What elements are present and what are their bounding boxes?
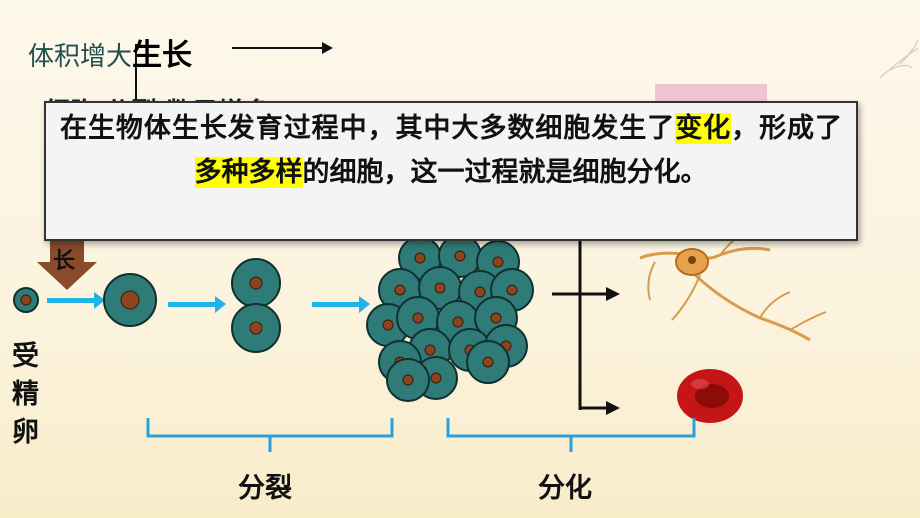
differentiation-bracket bbox=[446, 418, 696, 438]
nucleus bbox=[120, 290, 140, 310]
popup-text-1: 在生物体生长发育过程中，其中大多数细胞发生了 bbox=[60, 113, 676, 144]
plant-sketch-icon bbox=[879, 39, 919, 79]
red-blood-cell-icon bbox=[677, 369, 743, 423]
nucleus bbox=[474, 286, 486, 298]
nucleus bbox=[402, 374, 414, 386]
nucleus bbox=[454, 250, 466, 262]
neuron-icon bbox=[639, 224, 827, 342]
nucleus bbox=[434, 282, 446, 294]
cell-photo-fragment bbox=[655, 84, 767, 104]
nucleus bbox=[482, 356, 494, 368]
nucleus bbox=[249, 321, 263, 335]
down-arrow bbox=[37, 240, 97, 290]
nucleus bbox=[452, 316, 464, 328]
nucleus bbox=[382, 319, 394, 331]
diff-arrowhead-lower bbox=[606, 401, 620, 415]
nucleus bbox=[394, 284, 406, 296]
popup-text-3: 的细胞，这一过程就是细胞分化。 bbox=[302, 157, 708, 188]
nucleus bbox=[414, 252, 426, 264]
growth-label: 体积增大生长 bbox=[28, 30, 192, 74]
nucleus bbox=[20, 294, 32, 306]
nucleus bbox=[424, 344, 436, 356]
division-arrows bbox=[47, 292, 370, 313]
zhang-label: 长 bbox=[53, 249, 76, 274]
cell-group bbox=[13, 234, 534, 402]
growth-arrowhead bbox=[322, 42, 333, 54]
growth-word: 生长 bbox=[132, 38, 193, 73]
nucleus bbox=[490, 312, 502, 324]
diff-arrowhead-upper bbox=[606, 287, 620, 301]
division-label: 分裂 bbox=[238, 473, 292, 504]
nucleus bbox=[430, 372, 442, 384]
popup-text-2: ，形成了 bbox=[731, 113, 843, 144]
nucleus bbox=[506, 284, 518, 296]
nucleus bbox=[412, 312, 424, 324]
popup-highlight-2: 多种多样 bbox=[194, 157, 303, 188]
nucleus bbox=[249, 276, 263, 290]
nucleus bbox=[492, 256, 504, 268]
division-bracket bbox=[146, 418, 394, 438]
fertilized-egg-label: 受精卵 bbox=[12, 341, 39, 448]
differentiation-label: 分化 bbox=[538, 473, 592, 504]
growth-prefix: 体积增大 bbox=[28, 42, 133, 72]
definition-popup: 在生物体生长发育过程中，其中大多数细胞发生了变化，形成了多种多样的细胞，这一过程… bbox=[44, 101, 858, 241]
popup-highlight-1: 变化 bbox=[675, 113, 732, 144]
